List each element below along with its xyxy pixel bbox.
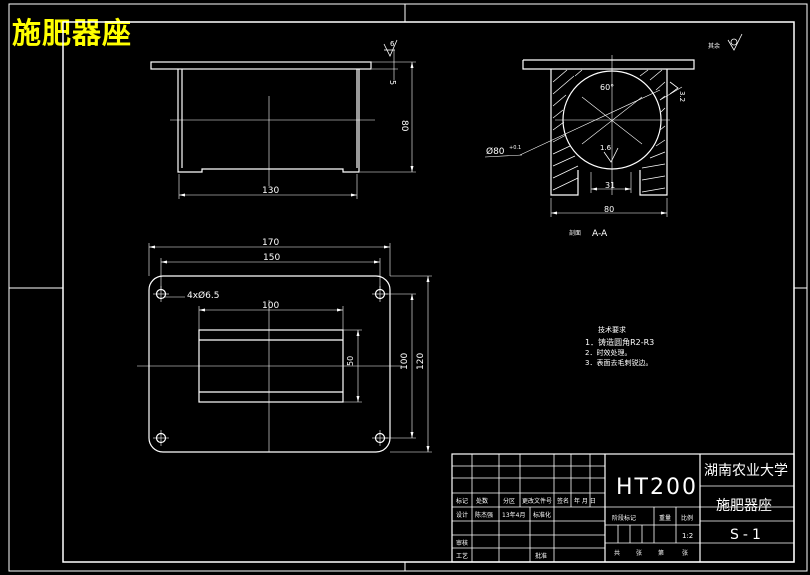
tb-designer-label: 设计 [456,511,468,519]
tb-craft-label: 工艺 [456,552,468,560]
section-view: 60° 3.2 1.6 Ø80 +0.1 31 80 剖面 A-A 其余 [484,33,743,239]
dim-diameter: Ø80 [486,146,505,157]
roughness-symbol-inner [603,81,679,163]
dim-plan-holes: 4xØ6.5 [187,290,219,301]
tb-sheet-total-pre: 共 [614,549,620,557]
dim-diameter-tol: +0.1 [509,145,521,151]
tb-review-label: 审核 [456,539,468,547]
rough-3-2: 3.2 [678,91,686,102]
tb-row-label-4: 更改文件号 [522,497,552,505]
tb-sheet-total-post: 张 [636,549,642,557]
plan-view: 170 150 100 4xØ6.5 50 100 120 [137,238,432,453]
rough-other-label: 其余 [708,42,720,50]
note-item-3: 3．表面去毛刺锐边。 [585,358,652,367]
tb-weight-label: 重量 [659,514,671,522]
roughness-symbol-top [383,39,398,57]
tb-std-label: 标准化 [533,511,551,519]
title-block: HT200 湖南农业大学 施肥器座 S-1 1:2 标记 处数 分区 更改文件号… [451,453,795,563]
section-hatch [552,69,666,193]
dim-angle: 60° [600,83,614,92]
rough-1-6: 1.6 [600,144,612,152]
section-label-prefix: 剖面 [569,229,581,237]
dim-plan-150: 150 [263,253,280,263]
tb-sheet-no-pre: 第 [658,549,664,557]
tb-code: S-1 [730,527,765,543]
tb-row-label-5: 签名 [557,497,569,505]
tb-date: 13年4月 [502,511,525,519]
dim-front-height: 80 [399,120,409,132]
notes-heading: 技术要求 [598,325,626,334]
tb-sheet-no-post: 张 [682,549,688,557]
note-item-1: 1．铸造圆角R2-R3 [585,337,654,347]
note-item-2: 2．时效处理。 [585,348,631,357]
tb-row-label-6: 年 月 日 [574,497,596,505]
dim-plan-100w: 100 [262,301,279,311]
tb-approve-label: 批准 [535,552,547,560]
rough-top-value: 6 [390,40,395,48]
tb-designer: 陈杰强 [475,511,493,519]
dim-plan-170: 170 [262,238,279,248]
front-view: 130 80 5 6 [150,39,416,199]
dim-front-width: 130 [262,186,279,196]
tb-stage-label: 阶段标记 [612,514,636,522]
drawing-frame [8,3,808,572]
dim-31: 31 [605,181,615,190]
tb-scale: 1:2 [682,532,693,540]
dim-plan-50: 50 [346,356,355,366]
tb-scale-label: 比例 [681,514,693,522]
tb-row-label-1: 标记 [456,497,468,505]
tb-row-label-2: 处数 [476,497,488,505]
tb-row-label-3: 分区 [503,497,515,505]
dim-front-top: 5 [388,80,397,85]
dim-80: 80 [604,205,614,214]
tb-material: HT200 [616,475,698,500]
dim-plan-100h: 100 [400,353,410,370]
section-label: A-A [592,229,608,239]
dim-plan-120: 120 [416,353,426,370]
tb-school: 湖南农业大学 [704,463,788,479]
tb-part-name: 施肥器座 [716,498,772,514]
roughness-symbol-other [727,33,743,51]
technical-notes: 技术要求 1．铸造圆角R2-R3 2．时效处理。 3．表面去毛刺锐边。 [585,325,654,367]
